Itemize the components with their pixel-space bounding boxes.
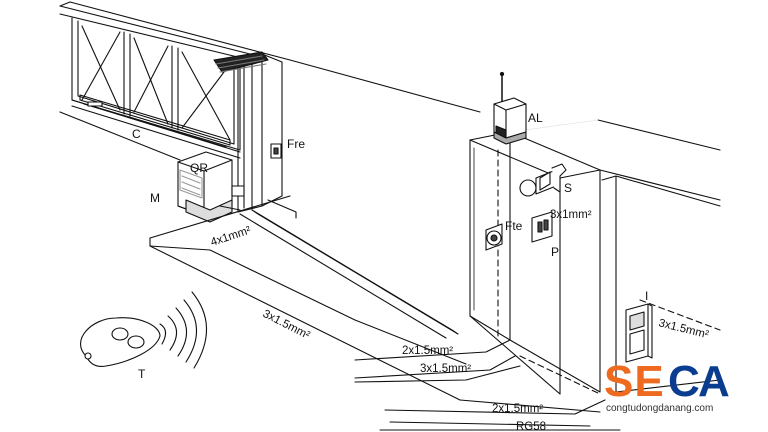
gate-end-post: [213, 51, 283, 213]
cable-fte-2: 3x1.5mm²: [420, 363, 471, 375]
cable-bottom: 2x1.5mm²: [492, 403, 543, 415]
photocell-fte: [485, 223, 503, 251]
label-receiver: QR: [190, 161, 208, 175]
label-gate: C: [132, 127, 141, 141]
cable-button: 3x1mm²: [550, 209, 592, 221]
logo-website: congtudongdanang.com: [606, 403, 713, 414]
label-key-switch: S: [564, 181, 572, 195]
key-switch: [519, 163, 567, 197]
label-control-box: I: [645, 289, 648, 303]
label-photocell-fre: Fre: [287, 137, 305, 151]
label-lamp: AL: [528, 111, 543, 125]
label-push-button: P: [551, 245, 559, 259]
label-photocell-fte: Fte: [505, 219, 523, 233]
flashing-lamp: [493, 71, 527, 145]
sliding-gate: [59, 1, 481, 161]
cable-control-box: 3x1.5mm²: [657, 317, 710, 341]
ground-trenches: [149, 195, 621, 431]
logo-se: SE: [604, 357, 665, 406]
gate-pillar: [469, 119, 721, 395]
logo-c: C: [668, 357, 701, 406]
remote-transmitter: [80, 291, 208, 369]
cable-motor: 4x1mm²: [209, 225, 252, 249]
photocell-fre: [270, 143, 282, 159]
cable-fte-1: 2x1.5mm²: [402, 345, 453, 357]
push-button: [531, 211, 553, 243]
gate-motor: [177, 151, 245, 223]
component-labels: C M QR Fre AL S Fte P I T: [132, 111, 648, 381]
label-motor: M: [150, 191, 160, 205]
seca-logo: SE C A congtudongdanang.com: [604, 357, 731, 414]
cable-antenna: RG58: [516, 421, 546, 432]
logo-a: A: [698, 357, 731, 406]
label-transmitter: T: [138, 367, 146, 381]
control-box: [625, 303, 653, 363]
